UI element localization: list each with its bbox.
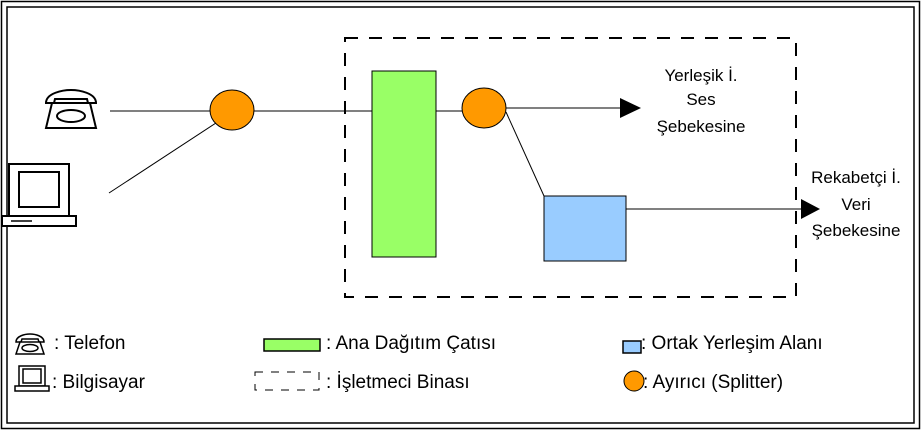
- data-network-label-line1: Rekabetçi İ.: [811, 168, 901, 187]
- telephone-icon: [44, 88, 98, 129]
- voice-network-label-line2: Ses: [686, 90, 715, 109]
- data-arrowhead: [801, 199, 820, 219]
- connection-lines: [108, 107, 803, 210]
- voice-arrowhead: [620, 98, 641, 118]
- main-distribution-frame: [371, 70, 437, 258]
- splitter-customer: [209, 89, 255, 131]
- computer-icon: [1, 163, 77, 227]
- voice-network-label-line1: Yerleşik İ.: [664, 66, 737, 85]
- legend-splitter-swatch: [623, 370, 645, 392]
- inner-border: [6, 6, 915, 424]
- colocation-area: [543, 195, 627, 262]
- data-network-label-line2: Veri: [841, 195, 870, 214]
- legend-telefon: : Telefon: [54, 333, 125, 354]
- legend-building-swatch: [254, 371, 320, 391]
- legend-bilgisayar: : Bilgisayar: [52, 372, 146, 393]
- legend-ayirici: : Ayırıcı (Splitter): [643, 372, 783, 393]
- legend-telephone-icon: [14, 333, 46, 355]
- legend-ortak: : Ortak Yerleşim Alanı: [641, 333, 823, 354]
- legend-main-frame-swatch: [263, 338, 321, 352]
- voice-network-label-line3: Şebekesine: [657, 117, 746, 136]
- legend-isletmeci: : İşletmeci Binası: [326, 372, 470, 393]
- data-network-label-line3: Şebekesine: [812, 221, 901, 240]
- operator-building-boundary: [344, 37, 797, 298]
- legend-computer-icon: [14, 365, 50, 392]
- legend-ana-dagitim: : Ana Dağıtım Çatısı: [326, 333, 496, 354]
- legend-colocation-swatch: [622, 340, 642, 354]
- splitter-building: [461, 87, 507, 129]
